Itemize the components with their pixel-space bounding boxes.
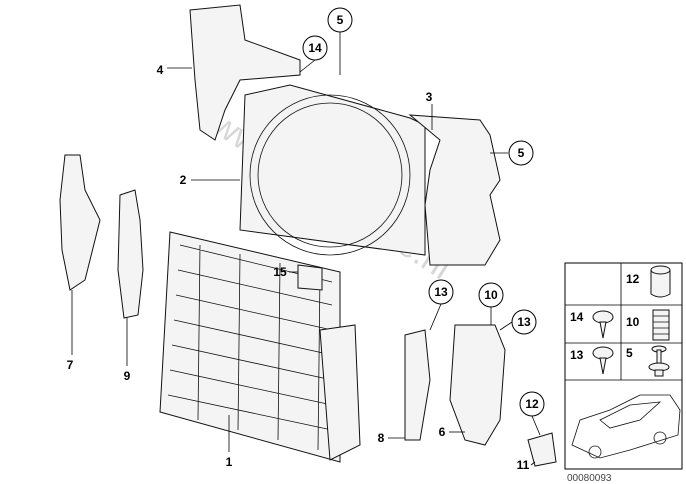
callout-13-circle [511, 309, 537, 335]
callout-5-circle [508, 140, 534, 166]
part-8-air-guide[interactable] [404, 329, 431, 441]
callout-13[interactable]: 13 [517, 315, 531, 329]
part-2-fan-shroud[interactable] [239, 84, 426, 256]
part-4-left-air-duct[interactable] [189, 4, 301, 141]
part-15-clip[interactable] [297, 264, 323, 291]
part-7-bracket[interactable] [59, 154, 101, 291]
part-11-bracket[interactable] [527, 432, 557, 467]
callout-15[interactable]: 15 [273, 265, 287, 279]
callout-11[interactable]: 11 [517, 458, 530, 472]
legend-5: 5 [626, 346, 633, 360]
callout-7[interactable]: 7 [67, 358, 74, 372]
part-6-expansion-tank[interactable] [449, 324, 506, 446]
screw-icon [592, 346, 614, 375]
rubber-buffer-icon [650, 265, 671, 298]
callout-5[interactable]: 5 [518, 146, 525, 160]
callout-4[interactable]: 4 [157, 63, 164, 77]
callout-2[interactable]: 2 [180, 173, 187, 187]
legend-10: 10 [626, 315, 640, 329]
part-3-right-air-duct[interactable] [408, 114, 501, 266]
grommet-icon [652, 309, 670, 341]
callout-9[interactable]: 9 [124, 369, 131, 383]
part-1-radiator[interactable] [159, 231, 361, 463]
small-parts-legend: 12 14 10 13 5 [564, 262, 683, 470]
car-thumbnail-icon [571, 394, 681, 459]
callout-12[interactable]: 12 [525, 397, 539, 411]
callout-6[interactable]: 6 [439, 425, 446, 439]
callout-14[interactable]: 14 [308, 41, 322, 55]
callout-13[interactable]: 13 [434, 285, 448, 299]
legend-14: 14 [570, 310, 584, 324]
callout-10-circle [478, 282, 504, 308]
callout-8[interactable]: 8 [378, 431, 385, 445]
expanding-rivet-icon [648, 345, 670, 377]
catalog-code: 00080093 [567, 473, 612, 484]
legend-13: 13 [570, 348, 584, 362]
callout-13-circle [428, 279, 454, 305]
screw-icon [592, 310, 614, 339]
leader-lines [71, 32, 541, 466]
callout-12-circle [519, 391, 545, 417]
callout-5[interactable]: 5 [337, 13, 344, 27]
legend-12: 12 [626, 272, 640, 286]
callout-14-circle [302, 35, 328, 61]
part-9-bracket[interactable] [117, 189, 144, 319]
callout-3[interactable]: 3 [426, 90, 433, 104]
callout-10[interactable]: 10 [484, 288, 498, 302]
callout-5-circle [327, 7, 353, 33]
callout-1[interactable]: 1 [226, 455, 233, 469]
